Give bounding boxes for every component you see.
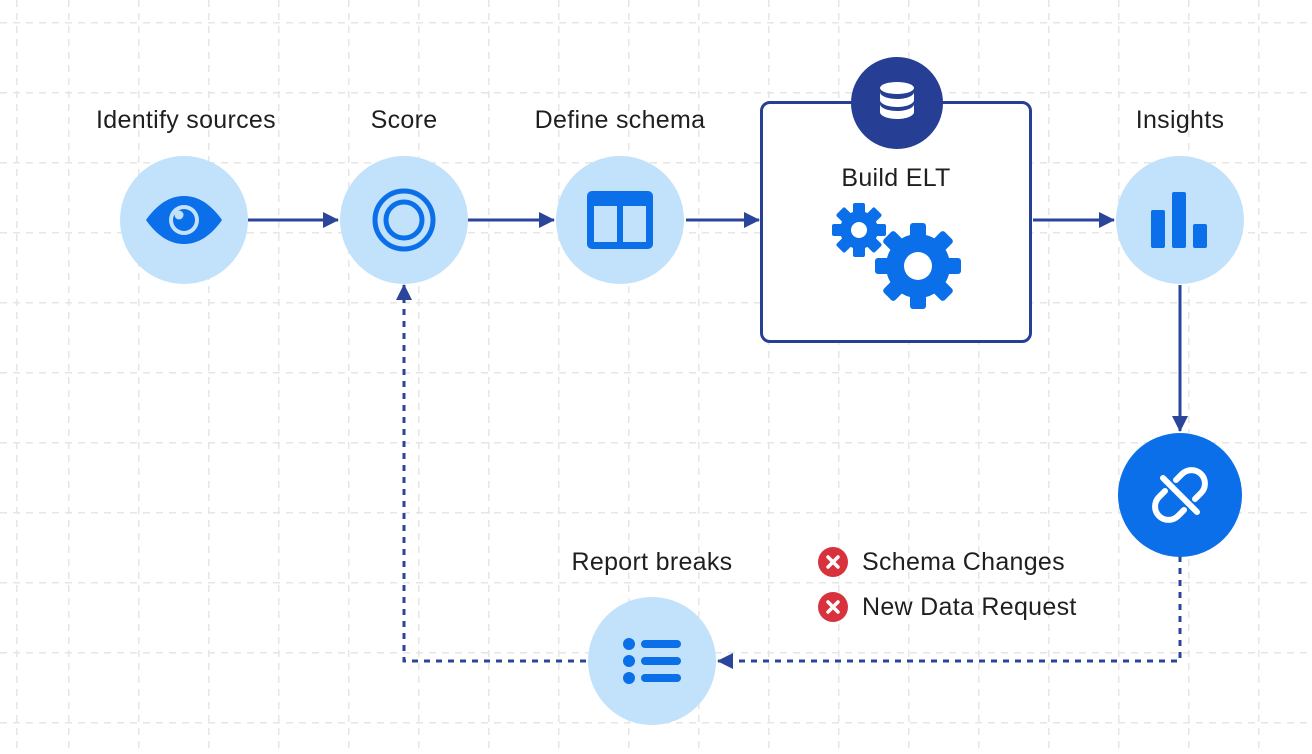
insights-label: Insights bbox=[1135, 106, 1225, 134]
list-icon bbox=[623, 638, 681, 684]
build-elt-label: Build ELT bbox=[841, 164, 951, 192]
break-item-label: New Data Request bbox=[862, 592, 1077, 621]
database-badge bbox=[851, 57, 943, 149]
report-breaks-label: Report breaks bbox=[571, 548, 733, 576]
insights-node bbox=[1116, 156, 1244, 284]
break-item-label: Schema Changes bbox=[862, 547, 1065, 576]
define-schema-node bbox=[556, 156, 684, 284]
broken-link-node bbox=[1118, 433, 1242, 557]
break-item-new-data-request: New Data Request bbox=[818, 592, 1077, 622]
table-layout-icon bbox=[587, 191, 653, 249]
x-circle-icon bbox=[818, 592, 848, 622]
eye-icon bbox=[146, 196, 222, 244]
bar-chart-icon bbox=[1151, 192, 1207, 248]
gears-icon bbox=[832, 203, 961, 309]
target-icon bbox=[372, 188, 436, 252]
break-item-schema-changes: Schema Changes bbox=[818, 547, 1065, 577]
dashed-broken-to-report bbox=[717, 556, 1182, 669]
dashed-report-to-score bbox=[396, 284, 586, 663]
x-circle-icon bbox=[818, 547, 848, 577]
score-label: Score bbox=[370, 106, 438, 134]
identify-sources-node bbox=[120, 156, 248, 284]
identify-sources-label: Identify sources bbox=[96, 106, 276, 134]
define-schema-label: Define schema bbox=[534, 106, 706, 134]
report-breaks-node bbox=[588, 597, 716, 725]
database-icon bbox=[880, 82, 914, 119]
broken-link-icon bbox=[1152, 467, 1208, 523]
score-node bbox=[340, 156, 468, 284]
